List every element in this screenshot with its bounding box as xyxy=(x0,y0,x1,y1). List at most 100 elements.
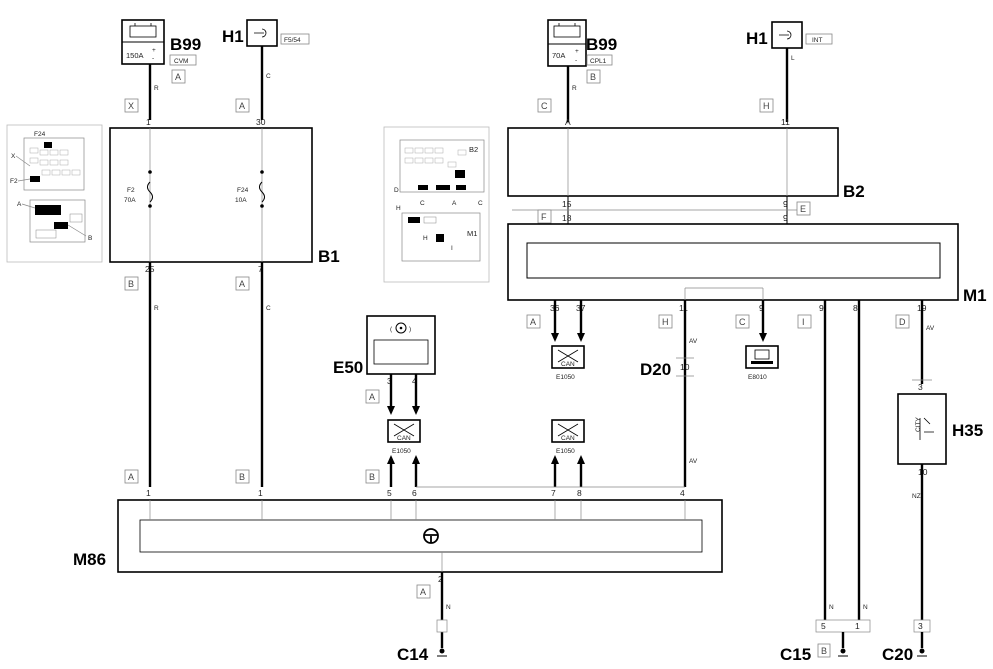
svg-text:B: B xyxy=(590,72,596,82)
c15-ground-label: C15 xyxy=(780,645,811,664)
e50-label: E50 xyxy=(333,358,363,377)
locator-left: F24 X F2 A B xyxy=(6,124,103,263)
svg-text:H: H xyxy=(763,101,770,111)
b99-left-battery: 150A + - B99 CVM A xyxy=(121,19,201,84)
svg-text:30: 30 xyxy=(256,117,266,127)
svg-text:4: 4 xyxy=(412,376,417,386)
svg-text:10: 10 xyxy=(680,362,690,372)
m1-label: M1 xyxy=(963,286,987,305)
svg-text:F5/54: F5/54 xyxy=(284,37,301,44)
svg-text:F24: F24 xyxy=(34,131,46,138)
e50-steering-control: ( ) E50 xyxy=(333,315,436,377)
svg-text:A: A xyxy=(530,317,536,327)
svg-text:A: A xyxy=(17,201,22,208)
svg-text:E: E xyxy=(800,204,806,214)
svg-text:2: 2 xyxy=(438,574,443,584)
svg-text:7: 7 xyxy=(551,488,556,498)
locator-right: B2 D C A C H M1 H I xyxy=(383,126,490,283)
svg-text:H: H xyxy=(423,235,428,242)
svg-text:C: C xyxy=(739,317,746,327)
svg-text:I: I xyxy=(451,245,453,252)
svg-text:B: B xyxy=(369,472,375,482)
svg-text:10A: 10A xyxy=(235,197,247,204)
svg-text:H35: H35 xyxy=(952,421,983,440)
svg-text:3: 3 xyxy=(918,621,923,631)
svg-text:B: B xyxy=(128,279,134,289)
svg-text:D: D xyxy=(394,187,399,194)
svg-text:-: - xyxy=(575,57,577,64)
svg-text:INT: INT xyxy=(812,37,823,44)
d20-label: D20 xyxy=(640,360,671,379)
svg-text:9: 9 xyxy=(783,213,788,223)
fuse-f24: F24 10A xyxy=(235,170,265,208)
h1-left-label: H1 xyxy=(222,27,244,46)
b2-box xyxy=(507,127,839,197)
svg-text:(: ( xyxy=(390,326,393,333)
svg-text:N: N xyxy=(829,604,834,611)
e1050-can-node-lower-right: CAN E1050 xyxy=(551,419,585,455)
svg-text:): ) xyxy=(409,326,411,333)
svg-text:3: 3 xyxy=(387,376,392,386)
svg-text:1: 1 xyxy=(258,488,263,498)
svg-text:E1050: E1050 xyxy=(556,374,575,381)
svg-text:C: C xyxy=(541,101,548,111)
svg-text:B2: B2 xyxy=(469,145,478,154)
svg-text:1: 1 xyxy=(146,117,151,127)
svg-text:X: X xyxy=(128,101,134,111)
svg-text:A: A xyxy=(420,587,426,597)
svg-text:CITY: CITY xyxy=(915,417,922,432)
svg-text:F2: F2 xyxy=(10,178,18,185)
svg-text:AV: AV xyxy=(689,458,698,465)
svg-text:A: A xyxy=(452,200,457,207)
svg-text:A: A xyxy=(239,101,245,111)
svg-text:3: 3 xyxy=(918,382,923,392)
svg-text:C: C xyxy=(420,200,425,207)
svg-text:R: R xyxy=(154,85,159,92)
svg-text:B: B xyxy=(88,235,92,242)
svg-text:11: 11 xyxy=(679,303,688,313)
svg-text:70A: 70A xyxy=(124,197,136,204)
svg-text:70A: 70A xyxy=(552,51,565,60)
svg-text:E1050: E1050 xyxy=(392,448,411,455)
svg-text:F: F xyxy=(541,212,547,222)
svg-text:-: - xyxy=(152,55,154,62)
svg-text:B: B xyxy=(239,472,245,482)
b99-left-label: B99 xyxy=(170,35,201,54)
svg-text:8: 8 xyxy=(853,303,858,313)
m86-label: M86 xyxy=(73,550,106,569)
svg-text:F24: F24 xyxy=(237,187,249,194)
e1050-can-node-lower-left: CAN E1050 xyxy=(387,419,421,455)
b2-label: B2 xyxy=(843,182,865,201)
svg-text:H: H xyxy=(396,205,401,212)
e1050-can-node-top: CAN E1050 xyxy=(551,345,585,381)
svg-text:1: 1 xyxy=(855,621,860,631)
svg-text:N: N xyxy=(446,604,451,611)
svg-text:CAN: CAN xyxy=(561,361,575,368)
svg-text:I: I xyxy=(802,317,805,327)
svg-text:15: 15 xyxy=(562,199,572,209)
b99-left-tag: CVM xyxy=(174,58,188,65)
svg-text:A: A xyxy=(565,117,571,127)
svg-text:E1050: E1050 xyxy=(556,448,575,455)
svg-text:9: 9 xyxy=(759,303,764,313)
svg-text:5: 5 xyxy=(821,621,826,631)
svg-text:9: 9 xyxy=(819,303,824,313)
svg-text:H: H xyxy=(662,317,669,327)
svg-text:11: 11 xyxy=(781,117,790,127)
svg-text:C: C xyxy=(266,73,271,80)
b1-fuse-box xyxy=(109,127,313,263)
svg-text:CAN: CAN xyxy=(397,435,411,442)
b1-label: B1 xyxy=(318,247,340,266)
h35-city-switch: CITY H35 xyxy=(897,393,983,465)
b99-left-rating: 150A xyxy=(126,51,144,60)
h1-left-ignition: H1 F5/54 xyxy=(222,19,310,47)
svg-text:C: C xyxy=(478,200,483,207)
svg-text:R: R xyxy=(154,305,159,312)
svg-text:N: N xyxy=(863,604,868,611)
svg-text:X: X xyxy=(11,153,16,160)
svg-text:+: + xyxy=(575,48,579,55)
b99-right-battery: 70A + - B99 CPL1 B xyxy=(547,19,617,84)
svg-text:B99: B99 xyxy=(586,35,617,54)
svg-text:R: R xyxy=(572,85,577,92)
